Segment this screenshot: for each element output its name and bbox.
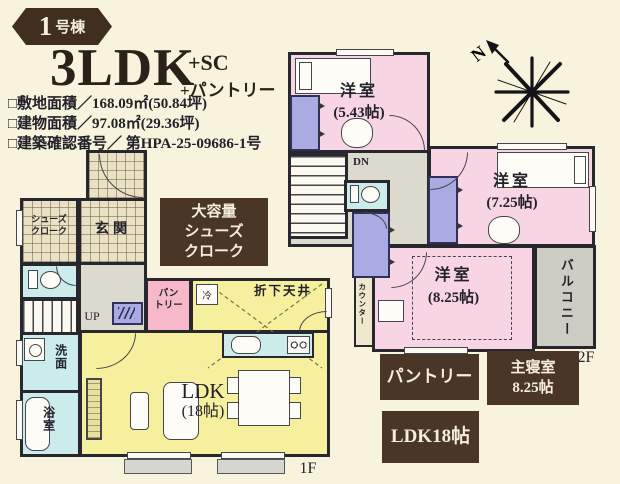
- closet-door-mark: [456, 222, 463, 230]
- detail-land-area: □敷地面積／168.09㎡(50.84坪): [8, 96, 208, 112]
- f2-balcony-label: バルコニー: [558, 258, 574, 338]
- f2-counter-label: カウンター: [357, 283, 367, 326]
- tag-shoes-closet: 大容量 シューズ クローク: [160, 198, 268, 266]
- f2-closet: [290, 95, 320, 151]
- window: [16, 400, 23, 440]
- f1-bathroom-label: 浴室: [41, 406, 56, 432]
- f2-bedroom-543-label: 洋室: [339, 83, 378, 100]
- pillow-icon: [299, 62, 312, 90]
- chair-icon: [227, 402, 239, 419]
- f1-toilet-bowl-icon: [40, 271, 61, 289]
- dining-table-icon: [238, 370, 290, 426]
- f2-floor-label: 2F: [577, 349, 595, 366]
- f1-pantry-label: パン トリー: [154, 289, 183, 312]
- badge-number: 1: [38, 11, 53, 41]
- f1-toilet-tank-icon: [28, 270, 38, 289]
- detail-building-area: □建物面積／97.08㎡(29.36坪): [8, 116, 200, 132]
- compass-icon: N: [468, 40, 570, 128]
- f1-shoes-cloak-room: [20, 198, 79, 265]
- closet-door-mark: [456, 186, 463, 194]
- washing-machine-icon: [24, 338, 45, 361]
- f1-entrance-label: 玄関: [95, 222, 131, 237]
- f2-bedroom-825-size: (8.25帖): [427, 290, 480, 306]
- f1-stairs-up-label: UP: [84, 309, 100, 323]
- tv-board-icon: [86, 378, 102, 440]
- chair-icon: [289, 402, 301, 419]
- terrace-step: [217, 459, 285, 474]
- bathtub-icon: [25, 397, 50, 451]
- f1-dropped-ceiling-label: 折下天井: [253, 284, 312, 298]
- f2-bedroom-543-size: (5.43帖): [333, 105, 385, 121]
- f2-toilet-bowl-icon: [361, 186, 380, 203]
- window: [16, 210, 23, 246]
- badge-suffix: 号棟: [55, 20, 86, 36]
- window: [16, 340, 23, 366]
- fridge-icon: 冷: [196, 284, 218, 305]
- f2-bedroom-825-label: 洋室: [434, 267, 473, 284]
- f1-washroom-label: 洗面: [53, 344, 68, 370]
- f2-toilet-tank-icon: [350, 185, 359, 203]
- side-table-icon: [130, 392, 149, 430]
- tag-master-bedroom: 主寝室 8.25帖: [487, 351, 579, 405]
- building-number-badge: 1 号棟: [12, 8, 112, 45]
- window: [325, 288, 332, 318]
- f1-entrance-room: [78, 198, 147, 265]
- f2-balcony: [534, 245, 596, 349]
- chair-icon: [289, 377, 301, 394]
- bed-outline-dashed: [412, 256, 512, 340]
- f2-bedroom-725-size: (7.25帖): [486, 195, 538, 211]
- f2-bedroom-725-label: 洋室: [492, 173, 531, 190]
- compass-north-label: N: [468, 42, 490, 66]
- window: [127, 452, 191, 459]
- kitchen-sink-icon: [231, 336, 261, 354]
- f1-ldk-size-label: (18帖): [181, 403, 225, 420]
- terrace-step: [124, 459, 192, 474]
- f1-dropped-ceiling-marks: [207, 283, 323, 369]
- closet-door-mark: [318, 102, 325, 110]
- detail-permit-number: □建築確認番号／ 第HPA-25-09686-1号: [8, 136, 262, 152]
- f1-pantry-room: [145, 278, 192, 333]
- closet-door-mark: [388, 226, 395, 234]
- f1-ldk-label: LDK: [181, 379, 225, 403]
- f2-staircase: [288, 153, 348, 239]
- pillow-icon: [574, 156, 586, 184]
- closet-door-mark: [318, 130, 325, 138]
- window: [589, 186, 596, 232]
- tag-pantry: パントリー: [380, 354, 479, 400]
- bed-icon: [497, 152, 589, 188]
- hanger-pipe-icon: [118, 307, 135, 319]
- chair-icon: [341, 118, 373, 148]
- window: [336, 49, 394, 56]
- f1-staircase: [20, 298, 79, 335]
- window: [404, 347, 468, 354]
- f1-shoes-cloak-label: シューズ クローク: [30, 214, 67, 236]
- title-suffix-pantry: +パントリー: [180, 81, 276, 100]
- window: [497, 143, 567, 150]
- sofa-icon: [163, 382, 199, 440]
- stove-icon: [287, 336, 310, 354]
- chair-icon: [227, 377, 239, 394]
- f2-stairs-down-label: DN: [353, 156, 369, 168]
- desk-icon: [378, 300, 404, 322]
- window: [221, 452, 285, 459]
- chair-icon: [488, 216, 520, 244]
- tag-ldk: LDK18帖: [382, 411, 479, 463]
- f1-floor-label: 1F: [299, 460, 317, 477]
- title-suffix-sc: +SC: [188, 50, 229, 75]
- page-title: 3LDK: [50, 39, 196, 97]
